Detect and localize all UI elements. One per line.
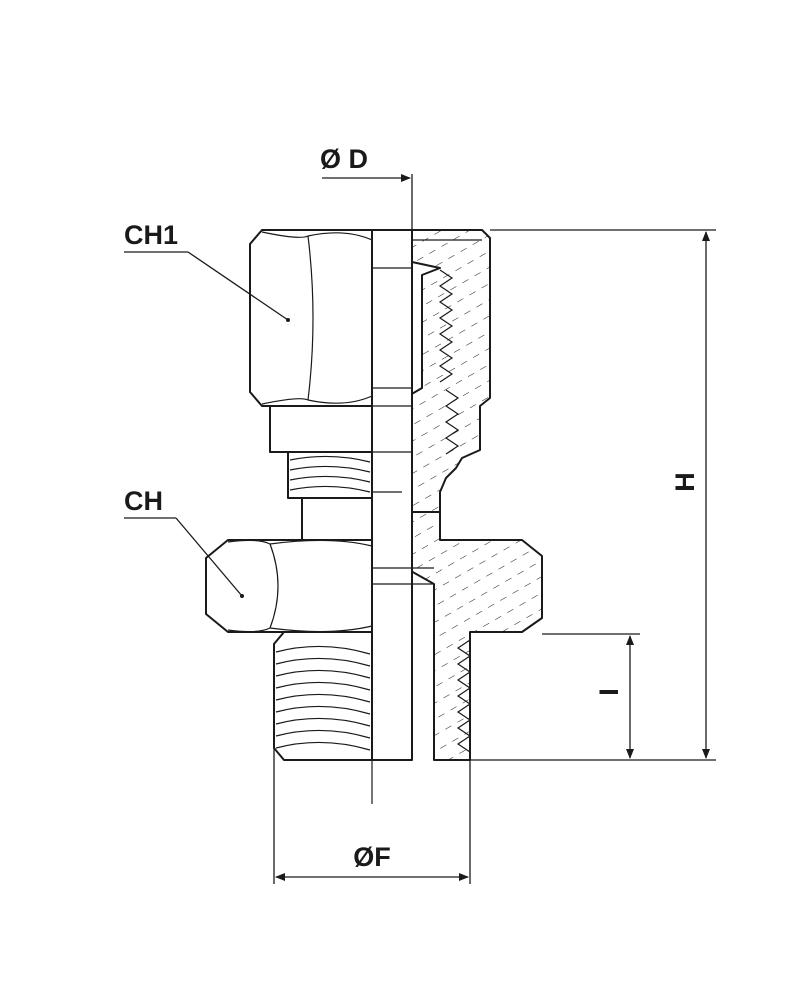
body-external-thread [456, 639, 472, 753]
nut-internal-thread [438, 269, 454, 383]
neck [301, 497, 373, 541]
label-diameter-d: Ø D [320, 144, 368, 174]
label-height-h: H [670, 472, 700, 492]
dim-height-h: H [470, 229, 716, 761]
section-view [401, 229, 543, 761]
exterior-view [205, 229, 434, 804]
body-section [401, 511, 543, 761]
nut-section [409, 229, 491, 513]
tube [371, 229, 413, 761]
nut-collar [269, 405, 373, 453]
dim-length-l: I [542, 633, 640, 759]
lower-thread [273, 631, 373, 761]
hex-body-ch [205, 539, 373, 633]
ch-callout: CH [124, 486, 243, 597]
hex-nut-ch1 [249, 229, 373, 407]
nut-thread-lower [444, 389, 460, 455]
dim-diameter-f: ØF [273, 748, 471, 884]
label-diameter-f: ØF [353, 842, 391, 872]
label-ch1: CH1 [124, 220, 178, 250]
label-length-l: I [594, 688, 624, 696]
upper-thread [287, 451, 373, 499]
dim-diameter-d: Ø D [320, 144, 413, 232]
ch1-callout: CH1 [124, 220, 289, 321]
label-ch: CH [124, 486, 163, 516]
